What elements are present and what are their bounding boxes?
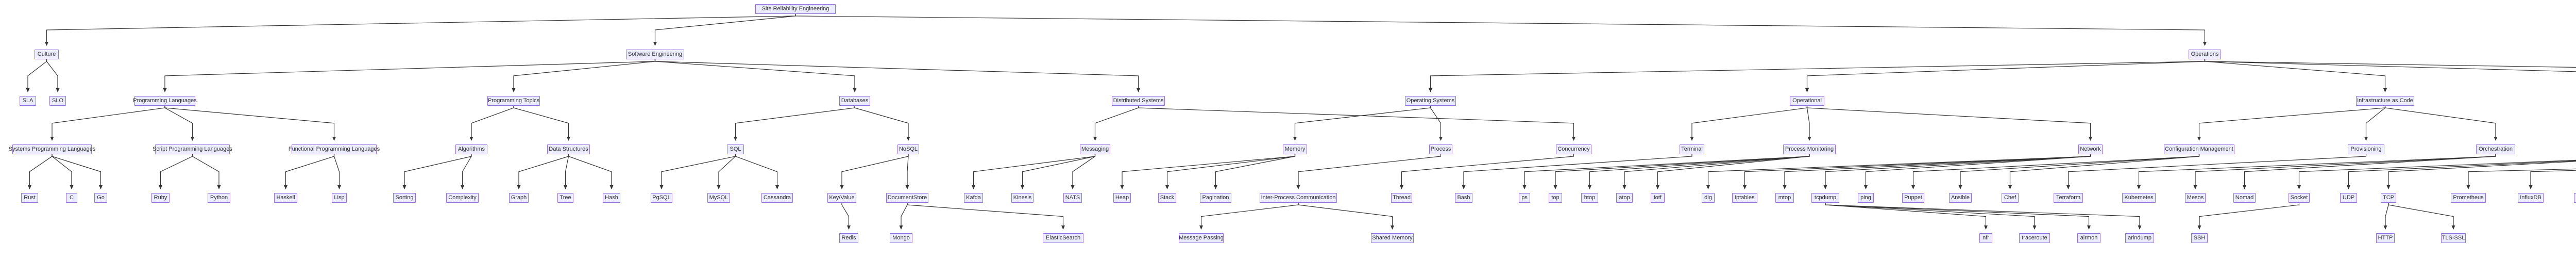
- tree-node[interactable]: SLO: [49, 96, 66, 106]
- tree-node[interactable]: Configuration Management: [2164, 144, 2234, 154]
- tree-node[interactable]: airmon: [2077, 233, 2100, 243]
- tree-node[interactable]: Kafda: [964, 193, 983, 203]
- tree-node[interactable]: Heap: [1113, 193, 1131, 203]
- tree-node[interactable]: Sorting: [393, 193, 416, 203]
- tree-node[interactable]: Ansible: [1949, 193, 1972, 203]
- tree-node[interactable]: mtop: [1775, 193, 1794, 203]
- tree-node[interactable]: Culture: [35, 50, 59, 59]
- tree-node[interactable]: ps: [1519, 193, 1530, 203]
- tree-node[interactable]: Programming Topics: [487, 96, 540, 106]
- tree-node[interactable]: traceroute: [2019, 233, 2050, 243]
- tree-node[interactable]: Pagination: [1200, 193, 1231, 203]
- tree-node[interactable]: Operational: [1790, 96, 1824, 106]
- tree-node[interactable]: Chef: [2002, 193, 2019, 203]
- tree-node[interactable]: C: [66, 193, 77, 203]
- tree-node[interactable]: ping: [1858, 193, 1874, 203]
- tree-node[interactable]: Ruby: [151, 193, 170, 203]
- tree-node[interactable]: iptables: [1732, 193, 1757, 203]
- tree-node[interactable]: Rust: [21, 193, 38, 203]
- tree-node[interactable]: Thread: [1391, 193, 1412, 203]
- tree-node[interactable]: Operating Systems: [1405, 96, 1456, 106]
- tree-node[interactable]: Puppet: [1902, 193, 1924, 203]
- tree-node[interactable]: Mongo: [890, 233, 912, 243]
- tree-node[interactable]: nfr: [1979, 233, 1992, 243]
- tree-node[interactable]: NoSQL: [897, 144, 919, 154]
- tree-node[interactable]: Inter-Process Communication: [1260, 193, 1337, 203]
- tree-node[interactable]: Hash: [603, 193, 620, 203]
- tree-node[interactable]: Algorithms: [455, 144, 487, 154]
- tree-node[interactable]: Data Structures: [547, 144, 590, 154]
- tree-node[interactable]: htop: [1581, 193, 1598, 203]
- tree-node[interactable]: Go: [94, 193, 107, 203]
- tree-node[interactable]: Site Reliability Engineering: [755, 4, 836, 14]
- tree-node[interactable]: arindump: [2125, 233, 2154, 243]
- tree-node[interactable]: Process: [1429, 144, 1452, 154]
- tree-node[interactable]: Orchestration: [2476, 144, 2515, 154]
- tree-node[interactable]: Terminal: [1680, 144, 1704, 154]
- tree-node[interactable]: Mesos: [2185, 193, 2206, 203]
- tree-node[interactable]: PgSQL: [651, 193, 672, 203]
- tree-node[interactable]: HTTP: [2376, 233, 2395, 243]
- tree-node[interactable]: SSH: [2191, 233, 2208, 243]
- tree-node[interactable]: Script Programming Languages: [152, 144, 232, 154]
- tree-node[interactable]: dig: [1702, 193, 1715, 203]
- tree-node[interactable]: Shared Memory: [1371, 233, 1414, 243]
- tree-node[interactable]: InfluxDB: [2518, 193, 2544, 203]
- tree-node[interactable]: atop: [1616, 193, 1633, 203]
- tree-node[interactable]: Terraform: [2054, 193, 2083, 203]
- tree-node[interactable]: Kinesis: [1011, 193, 1033, 203]
- tree-node[interactable]: Software Engineering: [626, 50, 684, 59]
- tree-node[interactable]: tcpdump: [1811, 193, 1839, 203]
- tree-node[interactable]: Socket: [2289, 193, 2310, 203]
- tree-node[interactable]: Distributed Systems: [1112, 96, 1165, 106]
- tree-node[interactable]: Functional Programming Languages: [289, 144, 380, 154]
- tree-node[interactable]: Systems Programming Languages: [9, 144, 95, 154]
- tree-node[interactable]: Messaging: [1080, 144, 1110, 154]
- tree-node[interactable]: TLS-SSL: [2441, 233, 2466, 243]
- tree-node[interactable]: Kubernetes: [2122, 193, 2156, 203]
- tree-node[interactable]: SQL: [727, 144, 744, 154]
- tree-node[interactable]: Stack: [1158, 193, 1176, 203]
- tree-node[interactable]: Redis: [839, 233, 858, 243]
- tree-node[interactable]: Python: [208, 193, 230, 203]
- tree-node[interactable]: Provisioning: [2348, 144, 2384, 154]
- tree-node[interactable]: Operations: [2189, 50, 2221, 59]
- tree-node[interactable]: Prometheus: [2451, 193, 2486, 203]
- tree-node[interactable]: Concurrency: [1556, 144, 1591, 154]
- tree-node[interactable]: Databases: [839, 96, 870, 106]
- tree-node[interactable]: Infrastructure as Code: [2356, 96, 2414, 106]
- tree-node[interactable]: iotf: [1651, 193, 1665, 203]
- tree-node[interactable]: UDP: [2340, 193, 2357, 203]
- tree-node[interactable]: top: [1549, 193, 1562, 203]
- tree-node[interactable]: Network: [2078, 144, 2103, 154]
- tree-node[interactable]: Haskell: [274, 193, 297, 203]
- tree-node[interactable]: Programming Languages: [133, 96, 197, 106]
- tree-node[interactable]: Bash: [1455, 193, 1472, 203]
- tree-node[interactable]: DocumentStore: [886, 193, 928, 203]
- tree-node[interactable]: Lisp: [332, 193, 347, 203]
- tree-node[interactable]: Datadog: [2574, 193, 2576, 203]
- tree-node[interactable]: ElasticSearch: [1043, 233, 1083, 243]
- tree-node[interactable]: Process Monitoring: [1783, 144, 1836, 154]
- tree-node[interactable]: MySQL: [707, 193, 730, 203]
- tree-node[interactable]: Key/Value: [827, 193, 856, 203]
- tree-node[interactable]: Cassandra: [761, 193, 793, 203]
- tree-node[interactable]: Graph: [509, 193, 529, 203]
- tree-node[interactable]: NATS: [1063, 193, 1082, 203]
- tree-node[interactable]: Memory: [1283, 144, 1307, 154]
- tree-node[interactable]: Complexity: [446, 193, 479, 203]
- tree-node[interactable]: SLA: [20, 96, 36, 106]
- tree-node[interactable]: TCP: [2381, 193, 2396, 203]
- tree-node[interactable]: Nomad: [2233, 193, 2256, 203]
- tree-node[interactable]: Tree: [557, 193, 573, 203]
- tree-node[interactable]: Message Passing: [1179, 233, 1224, 243]
